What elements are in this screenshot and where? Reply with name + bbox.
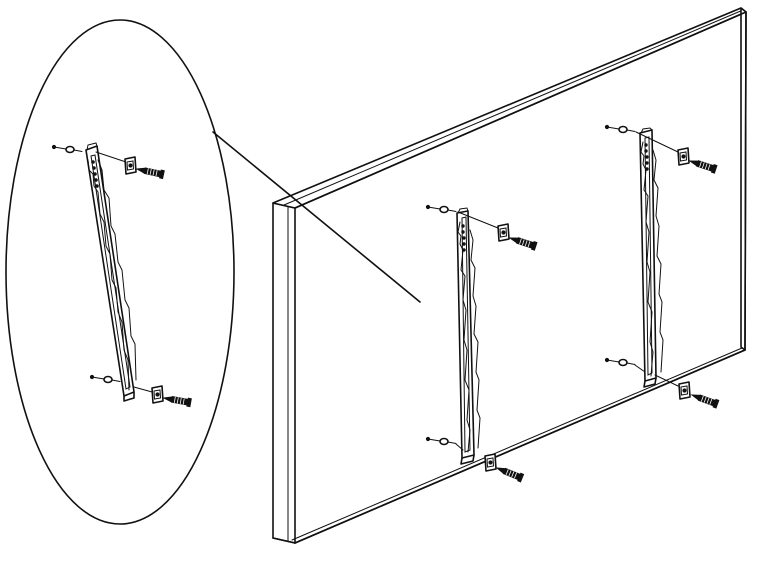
- hardware-right-bottom: [604, 357, 720, 409]
- magnified-rail-slots: [91, 160, 99, 188]
- mounting-rail-left: [456, 207, 481, 465]
- rail-slots-right: [644, 143, 649, 171]
- hardware-left-bottom: [425, 436, 525, 483]
- mounting-rail-right: [639, 127, 664, 388]
- magnified-hardware-top: [51, 144, 165, 180]
- hardware-left-top: [425, 204, 538, 251]
- magnified-detail-callout: [5, 19, 235, 525]
- hardware-right-top: [604, 124, 718, 174]
- tv-panel: [272, 7, 747, 544]
- callout-leader-line: [212, 131, 421, 303]
- magnified-rail: [85, 142, 137, 402]
- rail-slots-left: [461, 224, 466, 252]
- magnified-hardware-bottom: [89, 374, 192, 408]
